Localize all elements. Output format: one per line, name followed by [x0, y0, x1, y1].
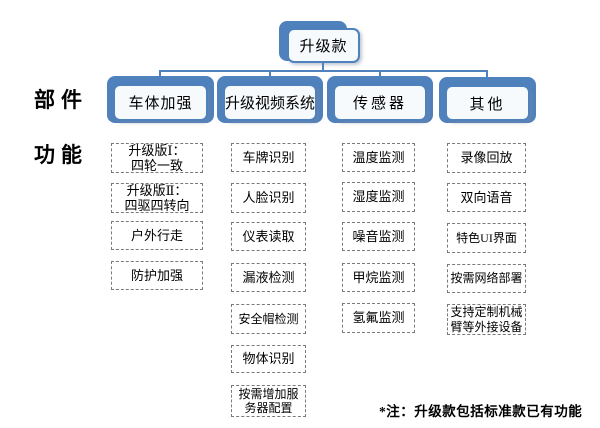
leaf-outdoor-walking: 户外行走	[111, 221, 203, 250]
node-root-label: 升级款	[287, 28, 360, 63]
connector-drop-1	[159, 70, 161, 79]
node-branch-label: 车体加强	[113, 84, 208, 121]
row-label-functions: 功能	[34, 143, 88, 167]
footnote: *注：升级款包括标准款已有功能	[379, 404, 583, 419]
leaf-external-devices: 支持定制机械 臂等外接设备	[447, 304, 526, 335]
node-root: 升级款	[279, 21, 360, 63]
leaf-custom-ui: 特色UI界面	[447, 223, 526, 253]
node-branch-other: 其他	[439, 77, 536, 123]
row-label-components: 部件	[34, 88, 88, 112]
leaf-plate-recognition: 车牌识别	[231, 143, 306, 172]
node-branch-body-reinforce: 车体加强	[107, 76, 214, 123]
leaf-methane-monitor: 甲烷监测	[342, 263, 415, 292]
connector-root-stub	[322, 62, 324, 72]
leaf-hf-monitor: 氢氟监测	[342, 303, 415, 333]
leaf-object-recognition: 物体识别	[231, 345, 306, 373]
connector-drop-2	[269, 70, 271, 79]
leaf-upgrade-v2: 升级版Ⅱ： 四驱四转向	[111, 183, 203, 213]
leaf-meter-reading: 仪表读取	[231, 222, 306, 251]
leaf-protection-reinforce: 防护加强	[111, 261, 203, 290]
leaf-noise-monitor: 噪音监测	[342, 222, 415, 251]
leaf-video-playback: 录像回放	[447, 143, 526, 173]
leaf-server-config: 按需增加服 务器配置	[231, 385, 306, 417]
leaf-helmet-detection: 安全帽检测	[231, 304, 306, 334]
leaf-network-deploy: 按需网络部署	[447, 264, 526, 293]
connector-horizontal	[159, 70, 488, 72]
node-branch-label: 其他	[445, 85, 530, 121]
node-branch-sensors: 传感器	[327, 76, 433, 123]
connector-drop-4	[486, 70, 488, 79]
node-branch-label: 传感器	[333, 84, 427, 121]
node-branch-label: 升级视频系统	[223, 84, 317, 121]
leaf-face-recognition: 人脸识别	[231, 183, 306, 213]
leaf-two-way-audio: 双向语音	[447, 183, 526, 212]
leaf-upgrade-v1: 升级版Ⅰ： 四轮一致	[111, 143, 203, 173]
node-branch-video-system: 升级视频系统	[217, 76, 323, 123]
leaf-temperature-monitor: 温度监测	[342, 143, 415, 172]
leaf-leak-detection: 漏液检测	[231, 263, 306, 292]
connector-drop-3	[379, 70, 381, 79]
leaf-humidity-monitor: 湿度监测	[342, 182, 415, 212]
